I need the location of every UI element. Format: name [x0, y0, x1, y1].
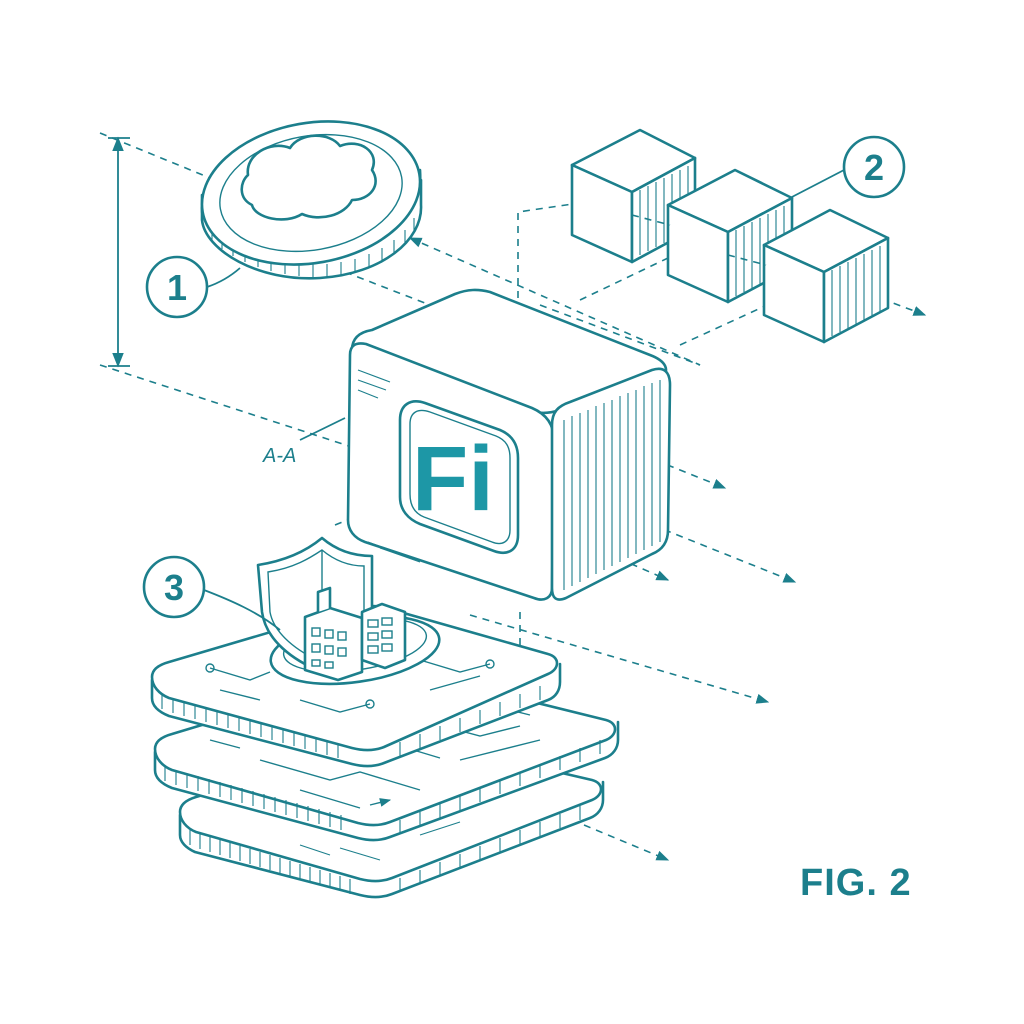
callout-2-label: 2 [864, 147, 884, 188]
central-block-hatching [357, 369, 661, 590]
block-3 [762, 208, 890, 344]
section-marker-label: A-A [262, 445, 296, 467]
dimension-line [108, 136, 130, 368]
fi-logo-text: Fi [412, 428, 494, 530]
callout-1: 1 [145, 255, 241, 319]
section-marker: A-A [262, 417, 346, 467]
circuit-board-icon [150, 536, 620, 899]
block-chain-icon [570, 128, 890, 344]
coin-icon [200, 120, 423, 280]
central-block: Fi [346, 288, 672, 601]
block-1 [570, 128, 697, 264]
building-icon [303, 586, 407, 682]
callout-3: 3 [142, 555, 281, 631]
figure-label: FIG. 2 [800, 862, 912, 904]
callout-2: 2 [789, 135, 906, 199]
fi-logo-badge: Fi [398, 400, 520, 555]
building-windows [311, 617, 393, 669]
callout-1-label: 1 [167, 267, 187, 308]
callout-3-label: 3 [164, 567, 184, 608]
